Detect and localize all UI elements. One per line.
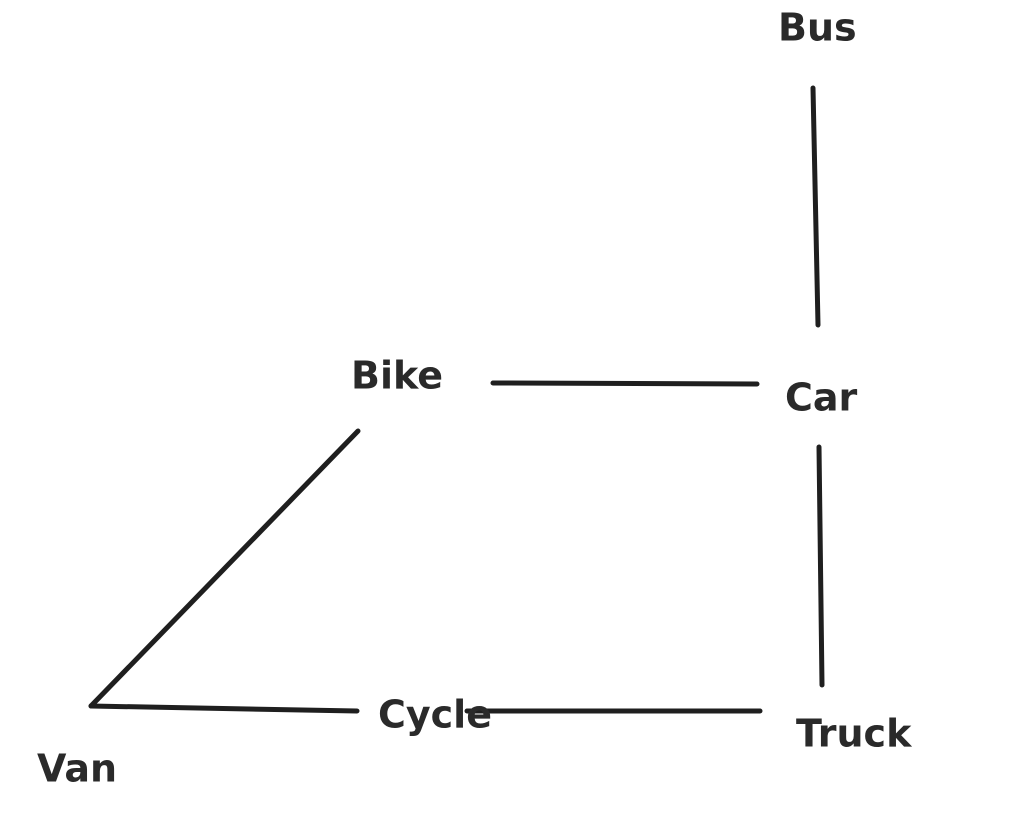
node-label-car: Car	[785, 376, 858, 420]
node-label-van: Van	[37, 747, 117, 791]
node-label-bike: Bike	[351, 354, 443, 398]
node-label-cycle: Cycle	[378, 693, 492, 737]
node-label-bus: Bus	[778, 6, 857, 50]
edge-car-truck	[816, 444, 825, 688]
edge-bike-car	[490, 380, 760, 387]
edge-bus-car	[810, 85, 821, 328]
node-label-truck: Truck	[796, 712, 912, 756]
edge-bike-van	[88, 428, 361, 709]
edge-van-cycle	[88, 703, 360, 714]
